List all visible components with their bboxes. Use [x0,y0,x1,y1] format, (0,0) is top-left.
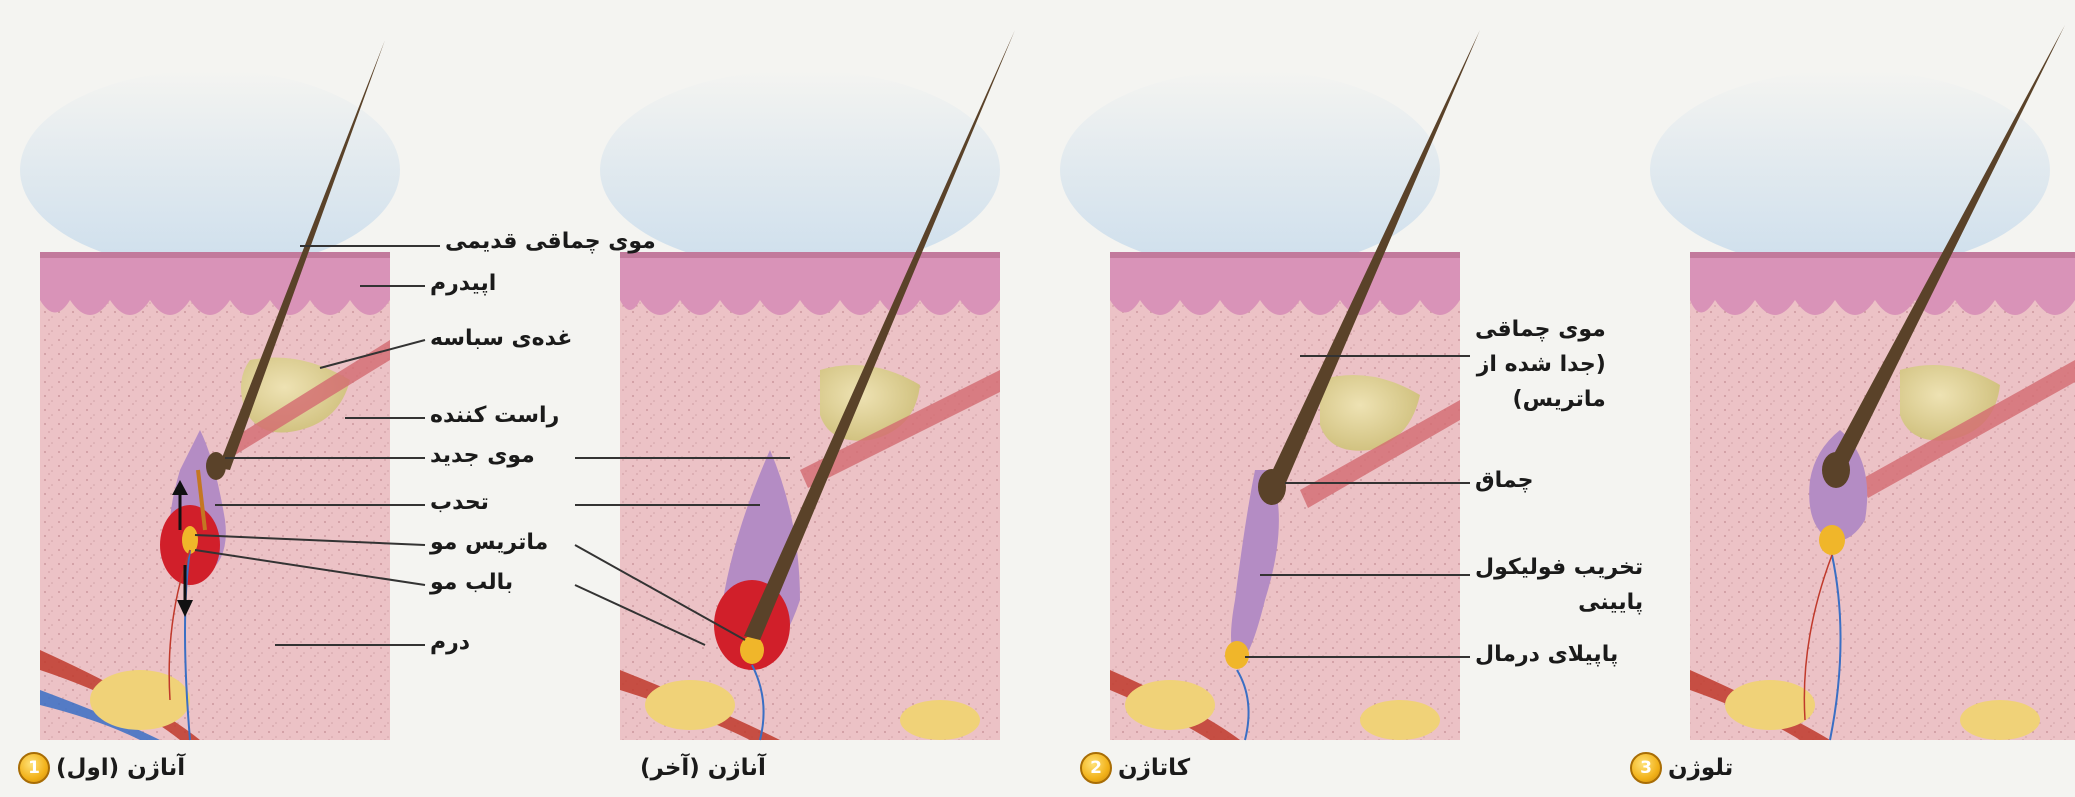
label-dermis: درم [430,629,470,658]
stage-number-badge: 2 [1080,752,1112,784]
stage-number-badge: 3 [1630,752,1662,784]
label-club: چماق [1475,467,1534,496]
panel-anagen-early [20,40,440,740]
label-epidermis: اپیدرم [430,270,496,299]
caption-text: تلوژن [1668,755,1733,781]
sky-background [20,70,400,270]
panel-anagen-late [575,30,1015,740]
label-hair-bulb: بالب مو [430,569,513,598]
label-hair-matrix: ماتریس مو [430,529,548,558]
label-arrector-muscle: راست کننده [430,402,559,431]
label-dermal-papilla: پاپیلای درمال [1475,641,1618,670]
panel-telogen [1650,25,2075,740]
caption-anagen-early: 1 آناژن (اول) [18,750,185,786]
label-bulge: تحدب [430,489,489,518]
caption-text: آناژن (آخر) [640,755,766,781]
label-sebaceous-gland: غده‌ی سباسه [430,325,572,354]
label-lower-follicle-destruction: تخریب فولیکول پایینی [1475,550,1643,620]
caption-text: آناژن (اول) [56,755,185,781]
caption-text: کاتاژن [1118,755,1190,781]
caption-anagen-late: آناژن (آخر) [640,750,766,786]
caption-catagen: 2 کاتاژن [1080,750,1190,786]
caption-telogen: 3 تلوژن [1630,750,1733,786]
label-old-club-hair: موی چماقی قدیمی [445,228,656,257]
stage-number-badge: 1 [18,752,50,784]
epidermis-layer [40,255,390,315]
label-new-hair: موی جدید [430,442,535,471]
label-club-hair-detached: موی چماقی (جدا شده از ماتریس) [1475,312,1606,418]
panel-catagen [1060,30,1480,740]
fat-cells [90,670,190,730]
